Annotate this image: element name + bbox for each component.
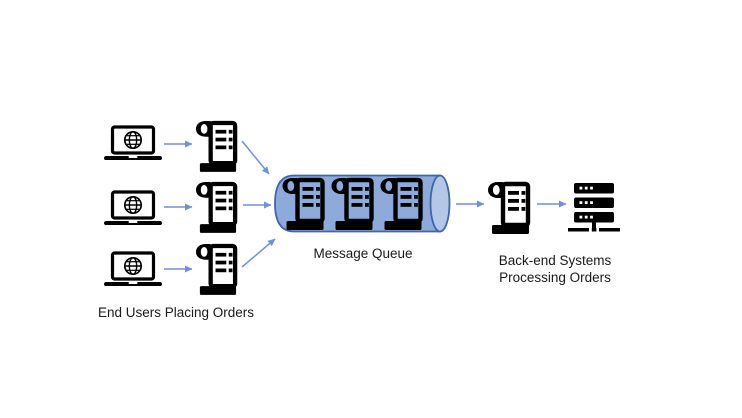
order-receipt-icon-2 xyxy=(196,182,236,233)
backend-label-line1: Back-end Systems xyxy=(498,253,612,268)
message-queue-label: Message Queue xyxy=(313,246,413,261)
backend-receipt-icon xyxy=(488,182,529,234)
end-users-label: End Users Placing Orders xyxy=(97,305,255,320)
laptop-icon-3 xyxy=(103,251,163,286)
order-receipt-icon-1 xyxy=(196,121,236,172)
message-queue-cylinder xyxy=(274,174,451,233)
laptop-icon-1 xyxy=(103,125,163,160)
arrow-receipt3-to-queue xyxy=(241,238,276,268)
queue-cylinder-cap xyxy=(429,174,451,233)
order-receipt-icon-3 xyxy=(196,244,236,295)
laptop-icon-2 xyxy=(103,190,163,225)
server-rack-icon xyxy=(568,183,620,232)
flow-arrows xyxy=(164,140,567,273)
arrow-receipt1-to-queue xyxy=(241,140,270,175)
backend-label: Back-end Systems Processing Orders xyxy=(465,252,645,286)
backend-label-line2: Processing Orders xyxy=(499,270,611,285)
